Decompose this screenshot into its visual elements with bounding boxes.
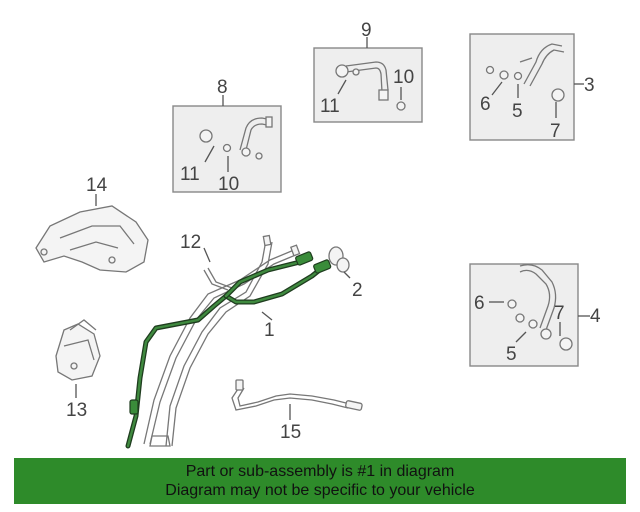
- part-13-bracket: [55, 319, 101, 398]
- callout-11-box9: 11: [320, 96, 340, 117]
- info-banner: Part or sub-assembly is #1 in diagram Di…: [14, 458, 626, 504]
- part-2-grommet: [328, 246, 351, 279]
- part-15-line: [231, 379, 363, 420]
- callout-1: 1: [264, 320, 275, 341]
- callout-12: 12: [180, 232, 201, 253]
- part-1-brake-line: [125, 251, 332, 449]
- callout-10-box9: 10: [393, 67, 414, 88]
- callout-5-box4: 5: [506, 344, 517, 365]
- callout-6-box4: 6: [474, 293, 485, 314]
- kit-box-8: [172, 95, 282, 193]
- callout-4: 4: [590, 306, 601, 327]
- callout-5-box3: 5: [512, 101, 523, 122]
- kit-box-4: [469, 263, 590, 367]
- callout-9: 9: [361, 20, 372, 41]
- callout-2: 2: [352, 280, 363, 301]
- kit-box-3: [469, 33, 584, 141]
- callout-11-box8: 11: [180, 164, 200, 185]
- callout-7-box4: 7: [554, 303, 565, 324]
- callout-13: 13: [66, 400, 87, 421]
- callout-8: 8: [217, 77, 228, 98]
- banner-line-2: Diagram may not be specific to your vehi…: [165, 482, 475, 499]
- callout-6-box3: 6: [480, 94, 491, 115]
- callout-15: 15: [280, 422, 301, 443]
- part-14-bracket: [35, 194, 149, 273]
- callout-3: 3: [584, 75, 595, 96]
- callout-14: 14: [86, 175, 108, 196]
- banner-line-1: Part or sub-assembly is #1 in diagram: [185, 463, 455, 480]
- callout-10-box8: 10: [218, 174, 239, 195]
- callout-7-box3: 7: [550, 121, 561, 142]
- parts-diagram: 1 2 3 4 5 5 6 6 7 7 8 9 10 10 11 11 12 1…: [35, 20, 601, 449]
- kit-box-9: [313, 37, 423, 123]
